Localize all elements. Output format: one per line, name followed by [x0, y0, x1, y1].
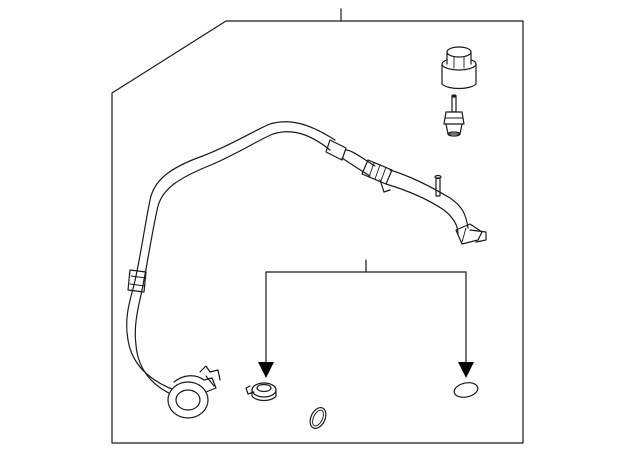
service-valve-cap	[441, 46, 477, 90]
arrow-to-washer	[458, 362, 474, 378]
seal-o-ring	[309, 407, 327, 429]
arrow-to-clip	[258, 362, 274, 378]
diagram-frame	[111, 20, 524, 444]
schrader-valve-core	[443, 94, 465, 137]
seal-washer	[453, 382, 479, 398]
hose-line-assembly	[126, 121, 487, 419]
hardware-callout-bracket	[258, 259, 474, 378]
hose-clip	[245, 382, 277, 402]
